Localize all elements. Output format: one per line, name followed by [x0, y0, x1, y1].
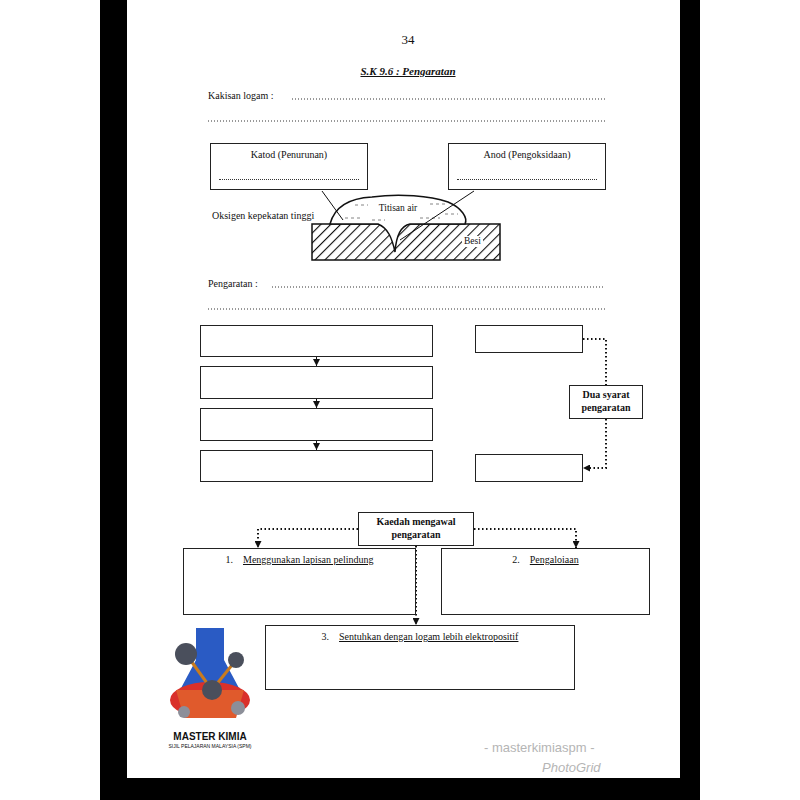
process-box	[200, 450, 433, 482]
method-box: 2. Pengaloiaan	[441, 548, 650, 615]
logo-text: MASTER KIMIA	[173, 731, 246, 743]
method-box: 3. Sentuhkan dengan logam lebih elektropo…	[265, 625, 575, 690]
answer-box: Anod (Pengoksidaan)	[448, 143, 606, 190]
part-label: Oksigen kepekatan tinggi	[212, 210, 314, 222]
watermark: PhotoGrid	[542, 760, 601, 776]
worksheet-title: S.K 9.6 : Pengaratan	[360, 65, 455, 78]
answer-box: Katod (Penurunan)	[210, 143, 368, 190]
process-box	[200, 325, 433, 357]
answer-box	[475, 325, 583, 353]
box-text: Anod (Pengoksidaan)	[455, 149, 599, 162]
watermark: - masterkimiaspm -	[484, 740, 595, 756]
dotted-connector	[258, 529, 358, 548]
dotted-connector	[583, 339, 606, 385]
text-row: 1. Menggunakan lapisan pelindung	[190, 554, 409, 567]
flow-arrow	[316, 441, 317, 450]
box-text: Katod (Penurunan)	[217, 149, 361, 162]
answer-line	[219, 179, 359, 180]
water-droplet	[330, 195, 466, 252]
box-text: Kaedah mengawal pengaratan	[363, 516, 469, 541]
leader-line	[322, 191, 343, 220]
item-number: 2.	[512, 554, 520, 565]
box-text: Dua syarat pengaratan	[574, 389, 638, 414]
item-number: 1.	[225, 554, 233, 565]
answer-box	[475, 454, 583, 482]
dotted-connector	[474, 529, 576, 548]
text-row: 2. Pengaloiaan	[448, 554, 643, 567]
answer-line	[457, 179, 597, 180]
page-number: 34	[402, 32, 415, 48]
box-text: Pengaloiaan	[530, 554, 579, 565]
logo	[170, 628, 250, 718]
paper-sheet	[127, 0, 680, 778]
process-box	[200, 366, 433, 399]
droplet-texture	[345, 204, 458, 220]
photo-border	[100, 0, 700, 800]
process-box	[200, 408, 433, 441]
field-label: Kakisan logam :	[208, 90, 274, 102]
answer-lines	[208, 99, 605, 309]
item-number: 3.	[322, 631, 330, 642]
part-label: Titisan air	[379, 203, 417, 214]
box-text: Menggunakan lapisan pelindung	[243, 554, 374, 565]
leader-line	[400, 191, 474, 240]
method-box: 1. Menggunakan lapisan pelindung	[183, 548, 416, 615]
hub-box: Dua syarat pengaratan	[569, 385, 643, 419]
logo-subtext: SIJIL PELAJARAN MALAYSIA (SPM)	[168, 743, 251, 749]
hub-box: Kaedah mengawal pengaratan	[358, 512, 474, 546]
part-label: Besi	[462, 236, 483, 247]
text-row: 3. Sentuhkan dengan logam lebih elektropo…	[272, 631, 568, 644]
flow-arrow	[316, 399, 317, 408]
iron-bar	[312, 224, 500, 260]
box-text: Sentuhkan dengan logam lebih elektroposi…	[339, 631, 518, 642]
field-label: Pengaratan :	[208, 278, 258, 290]
flow-arrow	[316, 357, 317, 366]
dotted-connector	[583, 419, 606, 468]
